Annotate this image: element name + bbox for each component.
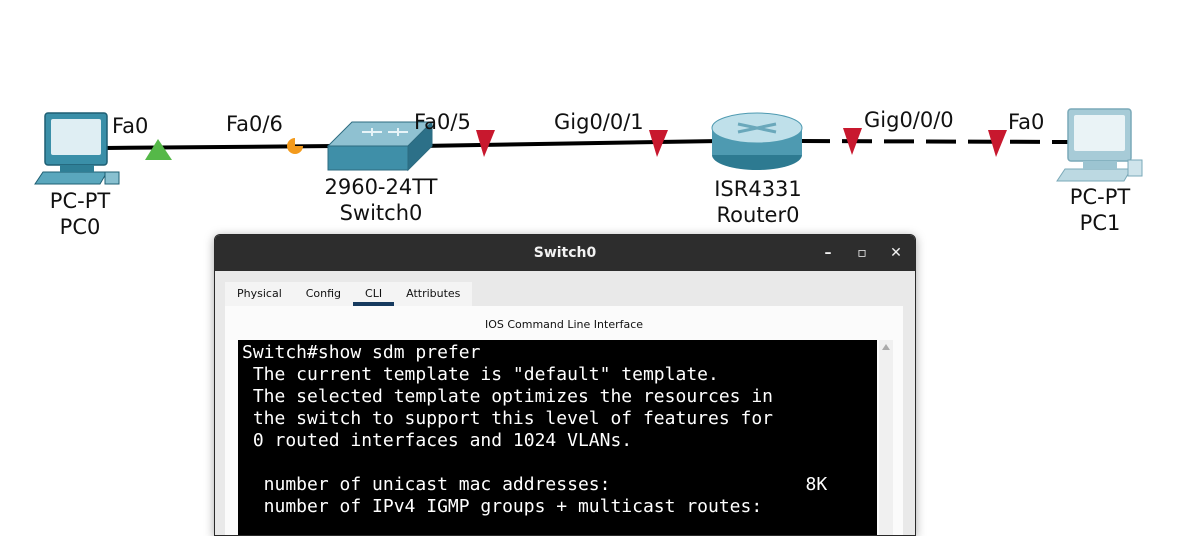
device-model: ISR4331	[714, 177, 802, 201]
tab-physical[interactable]: Physical	[237, 287, 282, 300]
minimize-button[interactable]: –	[824, 245, 832, 261]
link-status-up-icon	[145, 139, 172, 160]
cli-terminal[interactable]: Switch#show sdm prefer The current templ…	[238, 340, 877, 535]
terminal-line: The selected template optimizes the reso…	[242, 386, 774, 407]
device-label-router0: ISR4331 Router0	[695, 176, 821, 228]
port-label-switch-fa0-5: Fa0/5	[414, 110, 471, 134]
link-switch-router[interactable]	[419, 139, 721, 148]
maximize-button[interactable]: ▫	[857, 245, 867, 261]
device-name: PC1	[1079, 211, 1121, 235]
cli-panel: IOS Command Line Interface Switch#show s…	[225, 306, 903, 535]
terminal-line: number of unicast mac addresses: 8K	[242, 474, 828, 495]
device-name: Router0	[716, 203, 800, 227]
device-model: 2960-24TT	[324, 175, 438, 199]
panel-title: IOS Command Line Interface	[484, 318, 644, 331]
switch0-window: Switch0 – ▫ ✕ Physical Config CLI Attrib…	[214, 234, 916, 536]
device-label-pc1: PC-PT PC1	[1042, 184, 1158, 236]
terminal-line: The current template is "default" templa…	[242, 364, 719, 385]
tab-cli[interactable]: CLI	[353, 282, 395, 306]
device-name: PC0	[59, 215, 101, 239]
link-status-down-icon	[843, 128, 862, 155]
router0-router-icon[interactable]	[711, 112, 803, 170]
terminal-line: 0 routed interfaces and 1024 VLANs.	[242, 430, 633, 451]
link-router-pc1[interactable]	[799, 139, 1069, 144]
link-status-down-icon	[649, 130, 668, 157]
device-label-pc0: PC-PT PC0	[22, 188, 138, 240]
switch0-switch-icon[interactable]	[326, 120, 434, 172]
terminal-scrollbar[interactable]	[879, 340, 893, 535]
topology-canvas	[34, 108, 1143, 185]
device-label-switch0: 2960-24TT Switch0	[310, 174, 452, 226]
window-title: Switch0	[533, 245, 597, 261]
port-label-pc0-fa0: Fa0	[112, 114, 149, 138]
device-model: PC-PT	[1069, 185, 1131, 209]
close-button[interactable]: ✕	[890, 245, 902, 261]
port-label-switch-fa0-6: Fa0/6	[226, 112, 283, 136]
port-label-router-gig0-0-0: Gig0/0/0	[864, 108, 954, 132]
port-label-pc1-fa0: Fa0	[1008, 110, 1045, 134]
terminal-line	[242, 452, 873, 474]
pc0-computer-icon[interactable]	[34, 112, 120, 185]
tab-config[interactable]: Config	[305, 287, 342, 300]
tab-attributes[interactable]: Attributes	[406, 287, 461, 300]
link-status-down-icon	[476, 130, 495, 157]
window-titlebar[interactable]: Switch0 – ▫ ✕	[215, 235, 915, 271]
link-status-orange-icon	[287, 138, 303, 154]
device-model: PC-PT	[49, 189, 111, 213]
pc1-computer-icon[interactable]	[1056, 108, 1143, 182]
window-tabs: Physical Config CLI Attributes	[225, 282, 473, 306]
device-name: Switch0	[339, 201, 423, 225]
terminal-line: the switch to support this level of feat…	[242, 408, 774, 429]
terminal-line: Switch#show sdm prefer	[242, 342, 481, 363]
scroll-up-icon[interactable]	[882, 344, 890, 350]
terminal-line: number of IPv4 IGMP groups + multicast r…	[242, 496, 763, 517]
link-status-down-icon	[988, 130, 1007, 157]
port-label-router-gig0-0-1: Gig0/0/1	[554, 110, 644, 134]
